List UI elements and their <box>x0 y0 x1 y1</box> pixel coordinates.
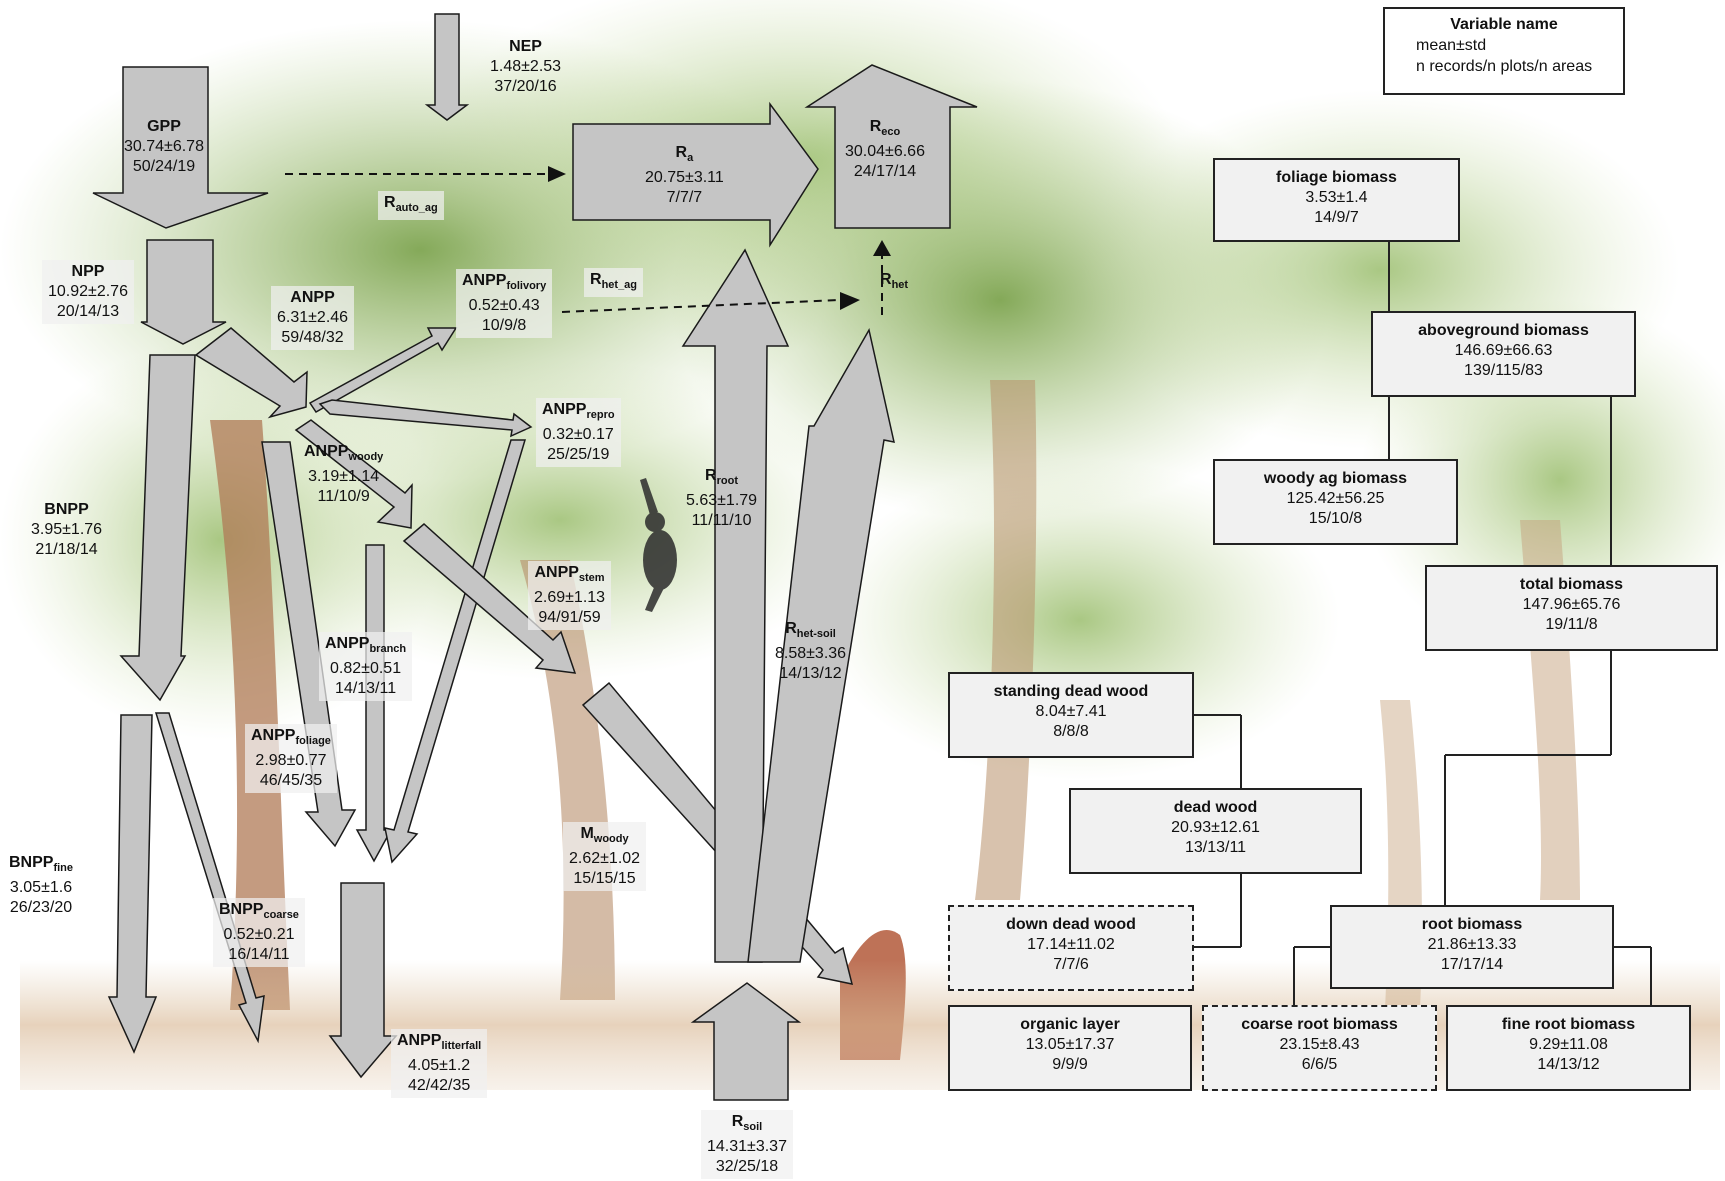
label-bnpp-coarse: BNPPcoarse 0.52±0.21 16/14/11 <box>213 898 305 968</box>
box-coarse-root-biomass: coarse root biomass 23.15±8.43 6/6/5 <box>1202 1005 1437 1091</box>
box-woody-ag-biomass: woody ag biomass 125.42±56.25 15/10/8 <box>1213 459 1458 545</box>
box-down-dead-wood: down dead wood 17.14±11.02 7/7/6 <box>948 905 1194 991</box>
anpp-repro-arrow <box>318 399 533 438</box>
box-aboveground-biomass: aboveground biomass 146.69±66.63 139/115… <box>1371 311 1636 397</box>
label-anpp-stem: ANPPstem 2.69±1.13 94/91/59 <box>528 561 612 631</box>
reco-arrow <box>804 64 978 229</box>
label-anpp-folivory: ANPPfolivory 0.52±0.43 10/9/8 <box>456 269 553 339</box>
nep-arrow <box>424 13 470 121</box>
rhet-ag-dashed-line <box>561 299 841 313</box>
label-rsoil: Rsoil 14.31±3.37 32/25/18 <box>701 1110 793 1180</box>
box-total-biomass: total biomass 147.96±65.76 19/11/8 <box>1425 565 1718 651</box>
npp-arrow <box>140 239 227 345</box>
label-rhet-soil: Rhet-soil 8.58±3.36 14/13/12 <box>775 620 847 683</box>
label-rhet: Rhet <box>880 271 909 292</box>
label-npp: NPP 10.92±2.76 20/14/13 <box>42 260 134 324</box>
label-anpp-foliage: ANPPfoliage 2.98±0.77 46/45/35 <box>245 724 337 794</box>
label-reco: Reco 30.04±6.66 24/17/14 <box>845 118 925 181</box>
bnpp-arrow <box>119 354 196 702</box>
label-mwoody: Mwoody 2.62±1.02 15/15/15 <box>563 822 647 892</box>
bnpp-fine-arrow <box>107 714 158 1054</box>
box-foliage-biomass: foliage biomass 3.53±1.4 14/9/7 <box>1213 158 1460 242</box>
ra-arrow <box>572 101 819 248</box>
legend-mean-std: mean±std <box>1416 37 1487 54</box>
anpp-arrow <box>194 327 308 419</box>
label-ra: Ra 20.75±3.11 7/7/7 <box>645 144 724 207</box>
label-rauto-ag: Rauto_ag <box>378 191 444 221</box>
label-anpp-woody: ANPPwoody 3.19±1.14 11/10/9 <box>304 443 384 506</box>
litterfall-arrow <box>328 882 398 1079</box>
label-anpp-litterfall: ANPPlitterfall 4.05±1.2 42/42/35 <box>391 1029 488 1099</box>
box-organic-layer: organic layer 13.05±17.37 9/9/9 <box>948 1005 1192 1091</box>
label-anpp-branch: ANPPbranch 0.82±0.51 14/13/11 <box>319 632 413 702</box>
label-bnpp-fine: BNPPfine 3.05±1.6 26/23/20 <box>9 854 74 917</box>
box-standing-dead-wood: standing dead wood 8.04±7.41 8/8/8 <box>948 672 1194 758</box>
legend-counts: n records/n plots/n areas <box>1416 58 1593 75</box>
legend-title: Variable name <box>1450 16 1558 33</box>
label-anpp-repro: ANPPrepro 0.32±0.17 25/25/19 <box>536 398 621 468</box>
label-rroot: Rroot 5.63±1.79 11/11/10 <box>686 467 758 530</box>
legend: Variable name mean±std n records/n plots… <box>1383 7 1625 95</box>
gpp-arrow <box>92 66 269 229</box>
rhet-soil-arrow <box>747 327 895 963</box>
label-bnpp: BNPP 3.95±1.76 21/18/14 <box>31 501 103 558</box>
anpp-woody-arrow <box>294 419 413 529</box>
anpp-stem-arrow <box>402 523 577 674</box>
anpp-branch-arrow <box>355 544 393 863</box>
box-root-biomass: root biomass 21.86±13.33 17/17/14 <box>1330 905 1614 989</box>
label-gpp: GPP 30.74±6.78 50/24/19 <box>124 118 204 175</box>
box-fine-root-biomass: fine root biomass 9.29±11.08 14/13/12 <box>1446 1005 1691 1091</box>
label-anpp: ANPP 6.31±2.46 59/48/32 <box>271 286 355 350</box>
box-dead-wood: dead wood 20.93±12.61 13/13/11 <box>1069 788 1362 874</box>
repro-litter-arrow <box>384 439 527 864</box>
rsoil-arrow <box>690 982 802 1101</box>
label-rhet-ag: Rhet_ag <box>584 268 644 298</box>
label-nep: NEP 1.48±2.53 37/20/16 <box>490 38 562 95</box>
